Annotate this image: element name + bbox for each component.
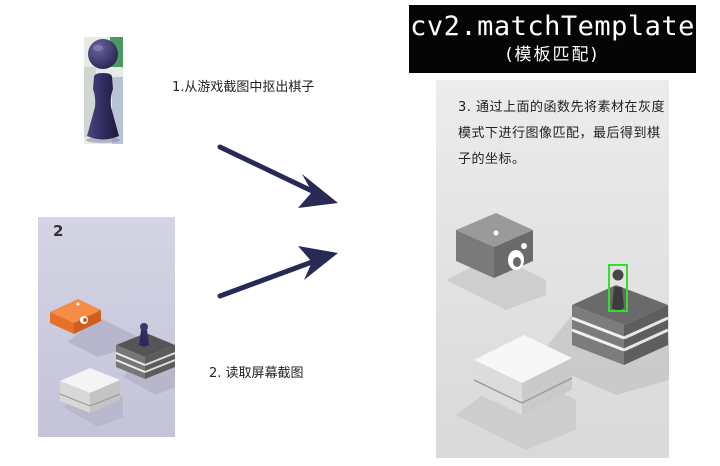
step-3-label: 3. 通过上面的函数先将素材在灰度模式下进行图像匹配，最后得到棋子的坐标。 xyxy=(458,100,666,167)
chess-piece xyxy=(139,323,149,347)
piece-template-crop xyxy=(84,37,123,144)
title-main: cv2.matchTemplate xyxy=(410,11,695,42)
chess-piece xyxy=(612,269,624,310)
white-block xyxy=(59,368,121,413)
title-subtitle: (模板匹配) xyxy=(505,45,600,65)
gray-cube xyxy=(456,213,533,278)
arrows xyxy=(217,144,338,299)
title-box: cv2.matchTemplate (模板匹配) xyxy=(409,5,696,73)
match-bounding-box xyxy=(608,264,628,312)
grayscale-screenshot: 3. 通过上面的函数先将素材在灰度模式下进行图像匹配，最后得到棋子的坐标。 xyxy=(436,80,669,458)
white-block xyxy=(473,335,573,415)
striped-block xyxy=(571,285,669,365)
arrow-down-right-icon xyxy=(217,144,338,208)
game-screenshot: 2 xyxy=(38,217,175,437)
step-2-label: 2. 读取屏幕截图 xyxy=(209,366,304,381)
step-1-label: 1.从游戏截图中抠出棋子 xyxy=(172,80,315,95)
score-counter: 2 xyxy=(53,222,64,240)
arrow-up-right-icon xyxy=(217,246,338,299)
orange-block xyxy=(50,299,101,334)
